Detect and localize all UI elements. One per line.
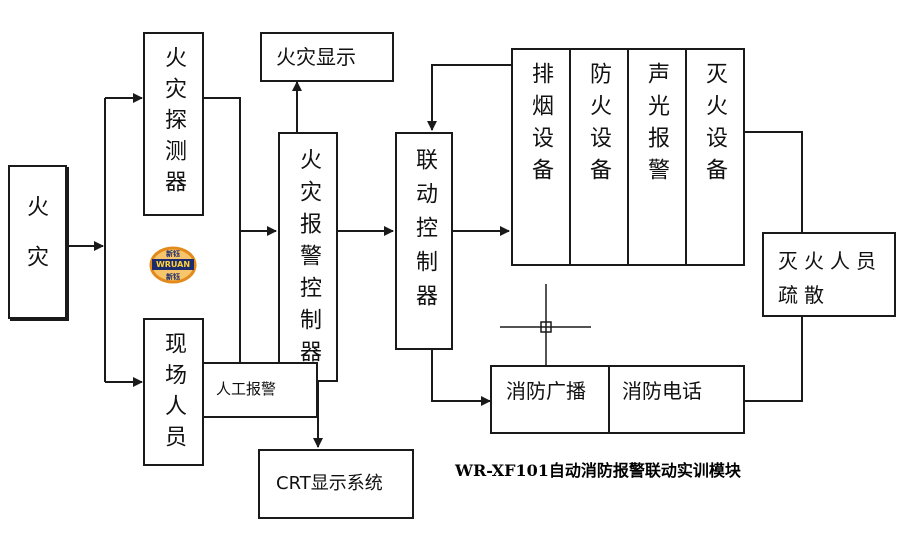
crosshair-center — [540, 321, 552, 333]
crt-display-box: CRT显示系统 — [258, 449, 414, 519]
arrow-feedback-to-linkage — [427, 64, 512, 131]
extinguish-evacuate-box: 灭火人员疏散 — [762, 232, 896, 317]
smoke-exhaust-box: 排烟设备 — [511, 48, 571, 266]
fire-prevention-box: 防火设备 — [569, 48, 629, 266]
wruan-logo: 新钰 WRUAN 新钰 — [148, 245, 198, 285]
diagram-caption: WR-XF101自动消防报警联动实训模块 — [455, 461, 741, 480]
audio-visual-alarm-label: 声光报警 — [644, 62, 669, 190]
connector-detector-out — [203, 97, 241, 362]
extinguishing-equipment-box: 灭火设备 — [685, 48, 745, 266]
on-site-personnel-label: 现场人员 — [161, 332, 186, 456]
fire-box: 火灾 — [8, 165, 67, 319]
fire-display-label: 火灾显示 — [276, 45, 356, 69]
fire-display-box: 火灾显示 — [260, 32, 394, 82]
linkage-controller-label: 联动控制器 — [412, 148, 437, 318]
fire-telephone-box: 消防电话 — [608, 365, 745, 434]
fire-detector-label: 火灾探测器 — [161, 46, 186, 201]
fire-detector-box: 火灾探测器 — [143, 32, 204, 216]
manual-alarm-box: 人工报警 — [202, 362, 318, 418]
logo-top-text: 新钰 — [166, 250, 180, 258]
crt-display-label: CRT显示系统 — [276, 473, 383, 494]
fire-broadcast-label: 消防广播 — [506, 379, 586, 403]
connector-equipment-evacuate — [745, 131, 803, 232]
wruan-logo-mark — [149, 246, 197, 284]
arrow-to-broadcast — [431, 350, 491, 406]
fire-broadcast-box: 消防广播 — [490, 365, 610, 434]
smoke-exhaust-label: 排烟设备 — [528, 62, 553, 190]
connector-telephone-evacuate — [745, 317, 803, 402]
extinguishing-equipment-label: 灭火设备 — [702, 62, 727, 190]
fire-prevention-label: 防火设备 — [586, 62, 611, 190]
audio-visual-alarm-box: 声光报警 — [627, 48, 687, 266]
manual-alarm-label: 人工报警 — [216, 380, 277, 398]
fire-telephone-label: 消防电话 — [622, 379, 702, 403]
extinguish-evacuate-label: 灭火人员疏散 — [778, 249, 882, 307]
logo-middle-text: WRUAN — [155, 260, 191, 269]
on-site-personnel-box: 现场人员 — [143, 318, 204, 466]
fire-alarm-controller-box: 火灾报警控制器 — [278, 132, 338, 382]
fire-alarm-controller-label: 火灾报警控制器 — [296, 148, 321, 372]
logo-bottom-text: 新钰 — [166, 273, 180, 281]
linkage-controller-box: 联动控制器 — [395, 132, 453, 350]
fire-label: 火灾 — [23, 195, 48, 295]
